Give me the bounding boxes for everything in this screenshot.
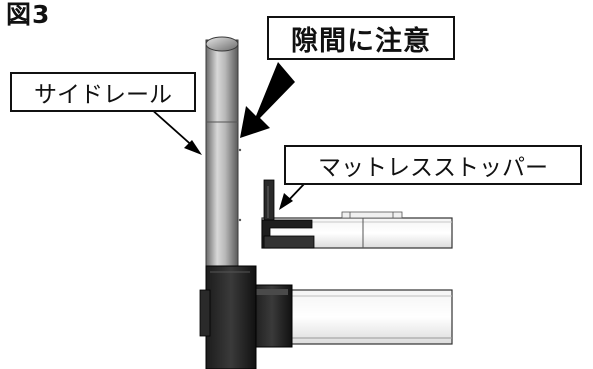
warning-arrow-icon [240, 62, 295, 138]
side-rail-bar [205, 36, 242, 273]
mattress-stopper [261, 179, 315, 249]
stopper-leader-arrow-icon [279, 182, 306, 210]
side-rail-base [199, 265, 257, 369]
bed-frame-lower [251, 284, 453, 348]
figure-label: 図3 [6, 0, 51, 29]
gap-warning-label: 隙間に注意 [267, 16, 455, 60]
mattress-stopper-label: マットレスストッパー [284, 145, 582, 185]
side-rail-label: サイドレール [10, 72, 196, 112]
side-rail-leader-arrow-icon [149, 107, 202, 155]
